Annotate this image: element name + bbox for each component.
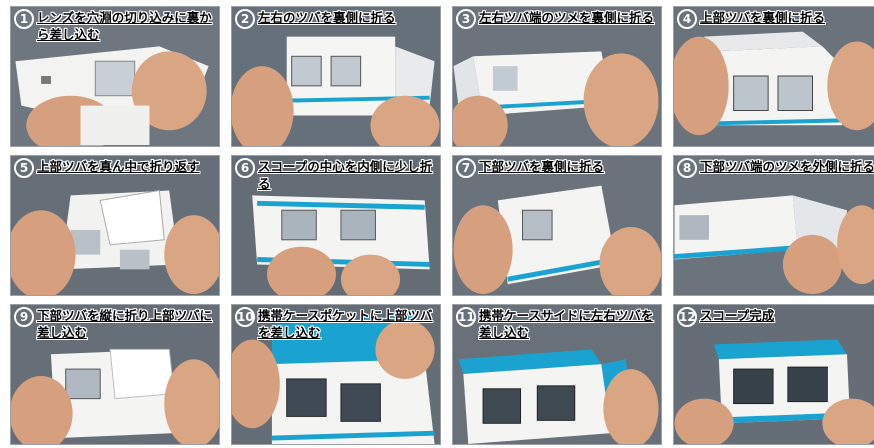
step-9-photo: 9 下部ツバを縦に折り上部ツバに差し込む (10, 304, 220, 445)
step-12-number: 12 (677, 307, 697, 327)
step-6-number: 6 (235, 158, 255, 178)
step-8-number: 8 (677, 158, 697, 178)
step-2-number: 2 (235, 9, 255, 29)
step-5-caption: 5 上部ツバを真ん中で折り返す (14, 158, 217, 178)
step-9-number: 9 (14, 307, 34, 327)
step-8-label: 下部ツバ端のツメを外側に折る (700, 159, 874, 174)
step-7-caption: 7 下部ツバを裏側に折る (456, 158, 659, 178)
step-7-photo: 7 下部ツバを裏側に折る (452, 155, 662, 296)
step-11-image (453, 305, 661, 444)
step-7-label: 下部ツバを裏側に折る (479, 159, 605, 174)
step-4-caption: 4 上部ツバを裏側に折る (677, 9, 874, 29)
step-3-number: 3 (456, 9, 476, 29)
step-8-caption: 8 下部ツバ端のツメを外側に折る (677, 158, 874, 178)
step-5-label: 上部ツバを真ん中で折り返す (37, 159, 200, 174)
step-4-photo: 4 上部ツバを裏側に折る (673, 6, 874, 147)
step-2-photo: 2 左右のツバを裏側に折る (231, 6, 441, 147)
step-12-image (674, 305, 874, 444)
step-12-photo: 12 スコープ完成 (673, 304, 874, 445)
step-2-image (232, 7, 440, 146)
step-10-image (232, 305, 440, 444)
step-8-image (674, 156, 874, 295)
step-5-photo: 5 上部ツバを真ん中で折り返す (10, 155, 220, 296)
step-10-caption: 10 携帯ケースポケットに上部ツバを差し込む (235, 307, 438, 341)
step-6-image (232, 156, 440, 295)
step-11-number: 11 (456, 307, 476, 327)
step-3-image (453, 7, 661, 146)
step-1-number: 1 (14, 9, 34, 29)
step-2-label: 左右のツバを裏側に折る (258, 10, 396, 25)
step-7-image (453, 156, 661, 295)
step-3-caption: 3 左右ツバ端のツメを裏側に折る (456, 9, 659, 29)
step-4-image (674, 7, 874, 146)
step-6-caption: 6 スコープの中心を内側に少し折る (235, 158, 438, 192)
step-6-label: スコープの中心を内側に少し折る (258, 159, 433, 191)
step-11-caption: 11 携帯ケースサイドに左右ツバを差し込む (456, 307, 659, 341)
step-1-image (11, 7, 219, 146)
step-3-photo: 3 左右ツバ端のツメを裏側に折る (452, 6, 662, 147)
step-12-label: スコープ完成 (700, 308, 775, 323)
step-4-number: 4 (677, 9, 697, 29)
step-9-label: 下部ツバを縦に折り上部ツバに差し込む (37, 308, 213, 340)
step-7-number: 7 (456, 158, 476, 178)
instruction-grid: 1 レンズを穴淵の切り込みに裏から差し込む 2 左右のツバを裏側に折る (10, 6, 874, 445)
step-1-caption: 1 レンズを穴淵の切り込みに裏から差し込む (14, 9, 217, 43)
step-8-photo: 8 下部ツバ端のツメを外側に折る (673, 155, 874, 296)
step-3-label: 左右ツバ端のツメを裏側に折る (479, 10, 655, 25)
step-11-label: 携帯ケースサイドに左右ツバを差し込む (479, 308, 654, 340)
step-12-caption: 12 スコープ完成 (677, 307, 874, 327)
step-10-number: 10 (235, 307, 255, 327)
step-4-label: 上部ツバを裏側に折る (700, 10, 826, 25)
step-11-photo: 11 携帯ケースサイドに左右ツバを差し込む (452, 304, 662, 445)
step-1-photo: 1 レンズを穴淵の切り込みに裏から差し込む (10, 6, 220, 147)
step-6-photo: 6 スコープの中心を内側に少し折る (231, 155, 441, 296)
step-9-image (11, 305, 219, 444)
step-2-caption: 2 左右のツバを裏側に折る (235, 9, 438, 29)
step-1-label: レンズを穴淵の切り込みに裏から差し込む (37, 10, 212, 42)
step-10-photo: 10 携帯ケースポケットに上部ツバを差し込む (231, 304, 441, 445)
step-10-label: 携帯ケースポケットに上部ツバを差し込む (258, 308, 433, 340)
step-9-caption: 9 下部ツバを縦に折り上部ツバに差し込む (14, 307, 217, 341)
step-5-image (11, 156, 219, 295)
step-5-number: 5 (14, 158, 34, 178)
